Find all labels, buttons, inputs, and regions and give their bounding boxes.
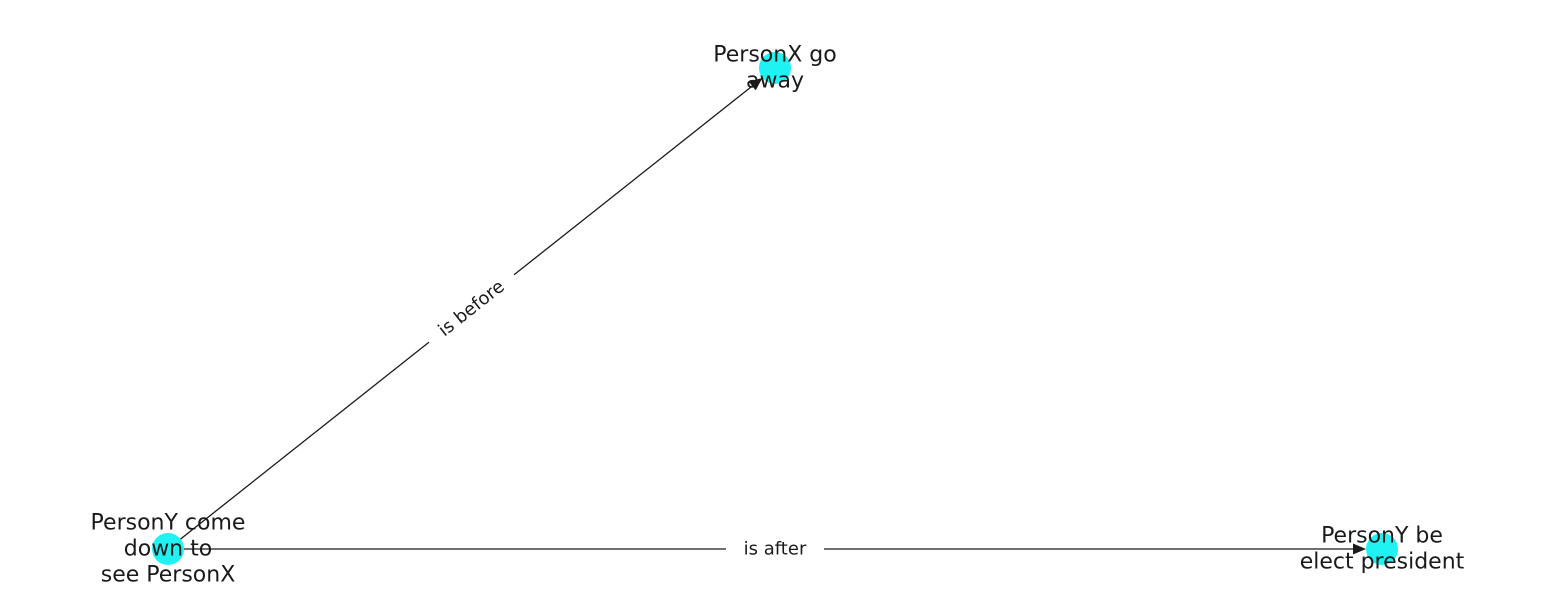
node-label-line: PersonY come <box>91 511 246 536</box>
node-n2-circle <box>152 533 184 565</box>
node-n3-circle <box>1366 533 1398 565</box>
node-label-line: see PersonX <box>101 563 236 588</box>
edge-label: is after <box>744 539 807 560</box>
node-label-line: away <box>746 69 804 94</box>
node-label-line: elect president <box>1300 550 1465 575</box>
edge-label-background <box>421 265 522 352</box>
edge-n2-n3-label-group: is after <box>726 537 824 561</box>
edge-n2-n1-arrowhead <box>748 77 763 91</box>
edge-label-background <box>726 537 824 561</box>
nodes-layer <box>152 52 1398 565</box>
node-label-line: PersonX go <box>713 43 836 68</box>
node-n1-circle <box>759 52 791 84</box>
node-label-line: PersonY be <box>1321 524 1443 549</box>
edges-layer <box>167 77 1366 555</box>
edge-n2-n1-label-group: is before <box>421 265 522 352</box>
node-label-line: down to <box>124 537 212 562</box>
edge-label: is before <box>434 276 508 341</box>
edge-n2-n3-arrowhead <box>1353 543 1366 555</box>
